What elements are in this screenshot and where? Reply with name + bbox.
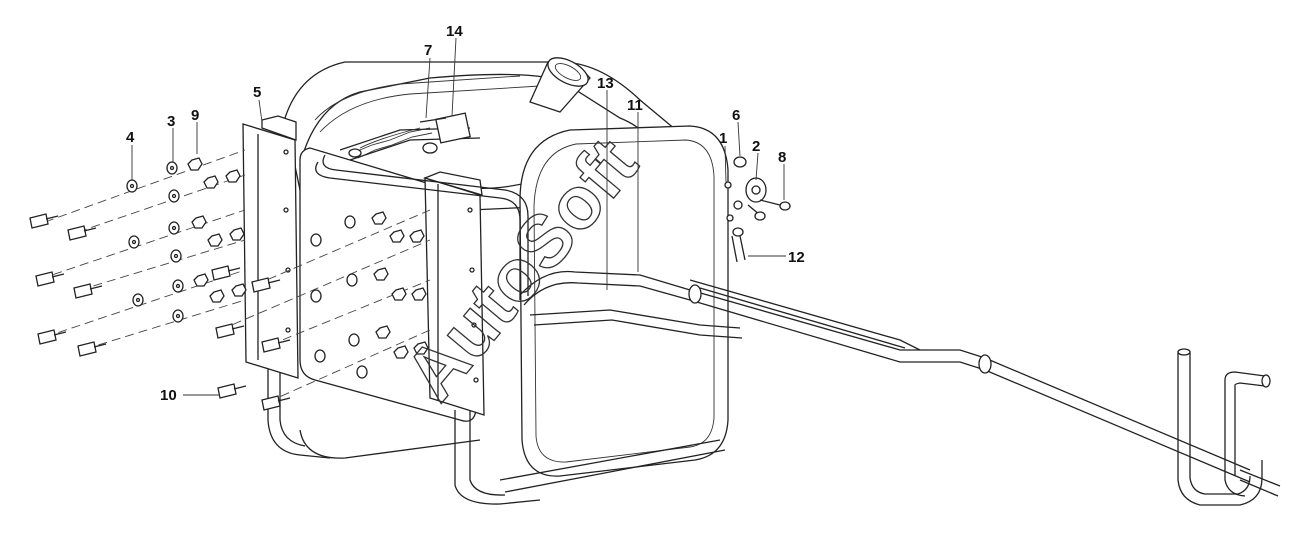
callout-9: 9 <box>191 107 199 124</box>
callout-5: 5 <box>253 84 261 101</box>
callout-14: 14 <box>446 23 463 40</box>
callout-13: 13 <box>597 75 614 92</box>
callout-4: 4 <box>126 129 135 146</box>
fuel-lines-long <box>519 270 1281 506</box>
bracket-holes <box>283 149 479 383</box>
callout-11: 11 <box>627 97 643 114</box>
callout-12: 12 <box>788 249 805 266</box>
callout-6: 6 <box>732 107 740 124</box>
callout-10: 10 <box>160 387 177 404</box>
leader-lines <box>131 37 786 396</box>
callout-8: 8 <box>778 149 786 166</box>
callout-7: 7 <box>424 42 432 59</box>
fuel-sender-unit <box>348 112 471 159</box>
callout-labels: 1 2 3 4 5 6 7 8 9 10 11 12 13 14 <box>126 23 805 404</box>
callout-3: 3 <box>167 113 175 130</box>
callout-2: 2 <box>752 138 760 155</box>
fittings-cluster <box>724 156 791 263</box>
fasteners <box>29 149 431 411</box>
callout-1: 1 <box>719 130 727 147</box>
fuel-lines-top <box>315 127 529 300</box>
bracket-front <box>242 115 299 379</box>
